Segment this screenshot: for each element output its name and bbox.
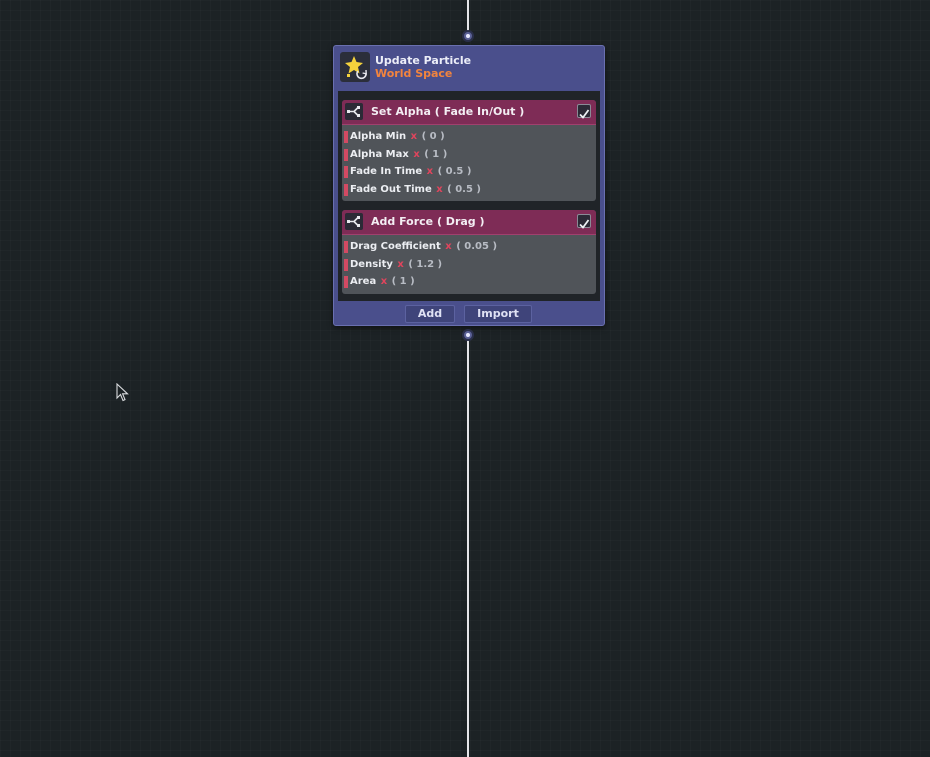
property-label: Density <box>350 258 393 270</box>
block-set-alpha[interactable]: Set Alpha ( Fade In/Out ) Alpha Min x ( … <box>342 100 596 201</box>
property-label: Fade Out Time <box>350 183 432 195</box>
property-label: Area <box>350 276 377 287</box>
property-label: Drag Coefficient <box>350 241 441 252</box>
block-header[interactable]: Set Alpha ( Fade In/Out ) <box>342 100 596 125</box>
property-axis: x <box>436 183 443 195</box>
node-header[interactable]: Update Particle World Space <box>334 46 604 90</box>
flow-wire-in <box>467 0 469 32</box>
flow-wire-out <box>467 340 469 757</box>
property-value[interactable]: ( 0.5 ) <box>447 183 481 195</box>
property-label: Alpha Min <box>350 131 407 142</box>
property-value[interactable]: ( 0 ) <box>421 131 445 142</box>
property-marker <box>344 166 348 178</box>
block-branch-icon <box>345 213 363 230</box>
property-axis: x <box>397 258 404 270</box>
property-marker <box>344 258 348 271</box>
property-axis: x <box>426 166 434 177</box>
node-body: Set Alpha ( Fade In/Out ) Alpha Min x ( … <box>338 91 600 301</box>
property-marker <box>344 276 348 288</box>
property-marker <box>344 148 348 161</box>
property-label: Fade In Time <box>350 166 423 177</box>
block-enable-checkbox[interactable] <box>577 214 591 229</box>
checkmark-icon <box>579 219 590 229</box>
add-button[interactable]: Add <box>405 305 455 323</box>
block-add-force-drag[interactable]: Add Force ( Drag ) Drag Coefficient x ( … <box>342 210 596 294</box>
property-label: Alpha Max <box>350 148 409 160</box>
property-density[interactable]: Density x ( 1.2 ) <box>342 256 596 274</box>
node-subtitle: World Space <box>375 67 453 80</box>
property-area[interactable]: Area x ( 1 ) <box>342 273 596 291</box>
property-axis: x <box>445 241 452 252</box>
block-title: Set Alpha ( Fade In/Out ) <box>371 105 525 118</box>
property-value[interactable]: ( 1 ) <box>391 276 415 287</box>
block-header[interactable]: Add Force ( Drag ) <box>342 210 596 235</box>
property-axis: x <box>410 131 418 142</box>
import-button[interactable]: Import <box>464 305 532 323</box>
property-axis: x <box>380 276 388 287</box>
property-fade-out-time[interactable]: Fade Out Time x ( 0.5 ) <box>342 181 596 199</box>
block-branch-icon <box>345 103 363 120</box>
property-value[interactable]: ( 1 ) <box>424 148 448 160</box>
property-axis: x <box>413 148 420 160</box>
property-value[interactable]: ( 0.05 ) <box>456 241 498 252</box>
block-enable-checkbox[interactable] <box>577 104 591 119</box>
flow-output-port[interactable] <box>462 329 474 341</box>
property-value[interactable]: ( 1.2 ) <box>408 258 443 270</box>
mouse-cursor-icon <box>116 382 130 403</box>
checkmark-icon <box>579 109 590 119</box>
update-particle-node[interactable]: Update Particle World Space Set Alpha ( … <box>333 45 605 326</box>
property-drag-coefficient[interactable]: Drag Coefficient x ( 0.05 ) <box>342 238 596 256</box>
property-marker <box>344 131 348 143</box>
property-marker <box>344 241 348 253</box>
property-alpha-min[interactable]: Alpha Min x ( 0 ) <box>342 128 596 146</box>
node-title: Update Particle <box>375 54 472 67</box>
flow-input-port[interactable] <box>462 30 474 42</box>
property-value[interactable]: ( 0.5 ) <box>437 166 472 177</box>
property-fade-in-time[interactable]: Fade In Time x ( 0.5 ) <box>342 163 596 181</box>
particle-update-icon <box>340 52 370 82</box>
block-title: Add Force ( Drag ) <box>371 215 485 228</box>
property-alpha-max[interactable]: Alpha Max x ( 1 ) <box>342 146 596 164</box>
property-marker <box>344 183 348 196</box>
